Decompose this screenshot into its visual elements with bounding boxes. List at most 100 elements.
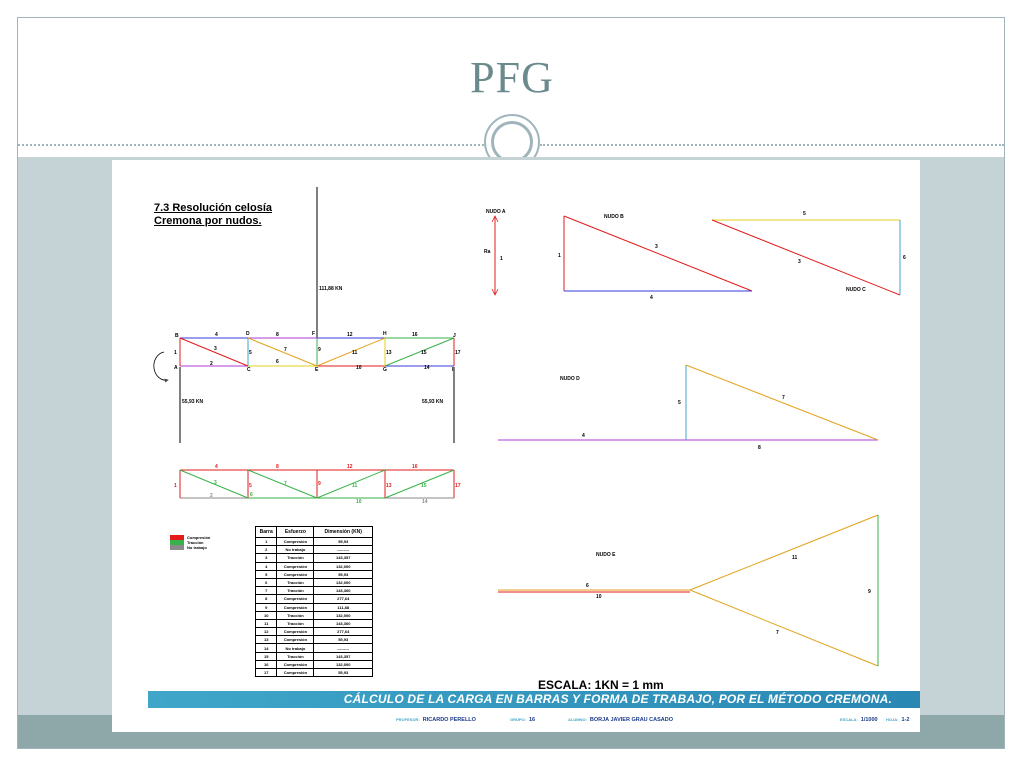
table-cell-effort: No trabajo [276,545,315,555]
nudo-a-arrowhead-top-icon [491,215,499,223]
nudo-d-vector-7 [685,364,879,441]
node-g: G [383,367,387,373]
footer-grupo: GRUPO:16 [510,717,535,723]
table-cell-bar: 5 [254,569,278,579]
table-cell-dimension: 55,93 [313,536,373,547]
node-c: C [247,367,251,373]
left-reaction-label: 55,93 KN [182,399,204,405]
work-label-12: 12 [347,464,353,470]
right-reaction-label: 55,93 KN [422,399,444,405]
table-cell-effort: No trabajo [276,643,315,653]
nudo-a-arrowhead-bottom-icon [491,288,499,296]
table-cell-dimension: 277,64 [313,627,373,637]
node-d: D [246,331,250,337]
table-cell-bar: 17 [254,667,278,678]
table-cell-dimension: 55,93 [313,635,373,645]
title-separator-right [540,144,1004,146]
work-bar-7 [247,469,318,499]
table-cell-bar: 16 [254,659,278,670]
table-cell-dimension: 277,64 [313,594,373,604]
table-cell-bar: 1 [254,536,278,547]
table-cell-effort: Compresión [276,602,315,612]
nudo-c-label-6: 6 [903,255,906,261]
truss-label-11: 11 [352,350,358,356]
legend-swatch-compression [170,535,184,540]
table-cell-effort: Compresión [276,627,315,637]
footer-alumno-value: BORJA JAVIER GRAU CASADO [589,717,674,723]
bar-11 [316,337,386,367]
work-bar-3 [179,469,249,499]
node-i: I [452,367,454,373]
table-cell-effort: Compresión [276,569,315,579]
bar-3 [179,337,249,367]
table-cell-bar: 2 [254,545,278,555]
truss-label-1: 1 [174,350,177,356]
table-cell-dimension: 143,360 [313,586,373,596]
legend: Compresión Tracción No trabajo [170,535,210,550]
nudo-a-bar-label: 1 [500,256,503,262]
work-bar-11 [316,469,386,499]
nudo-d-label: NUDO D [560,376,580,382]
legend-label-no-work: No trabajo [187,545,207,550]
table-cell-bar: 6 [254,577,278,588]
bar-7 [247,337,318,367]
truss-label-16: 16 [412,332,418,338]
legend-item-traction: Tracción [170,540,210,545]
table-cell-effort: Compresión [276,594,315,604]
nudo-d-label-8: 8 [758,445,761,451]
truss-label-13: 13 [386,350,392,356]
node-e: E [315,367,319,373]
truss-label-2: 2 [210,361,213,367]
nudo-e-label-11: 11 [792,555,798,561]
nudo-c-diagram: NUDO C 5 3 6 [711,211,906,296]
truss-label-6: 6 [276,359,279,365]
table-cell-bar: 10 [254,610,278,620]
title-separator-left [18,144,484,146]
forces-table-header: Barra Esfuerzo Dimensión (KN) [254,526,373,538]
central-load-label: 111,88 KN [319,286,343,292]
nudo-d-label-7: 7 [782,395,785,401]
nudo-e-vector-11 [689,514,879,591]
table-cell-dimension: 55,93 [313,569,373,579]
work-label-14: 14 [422,499,428,505]
truss-label-4: 4 [215,332,218,338]
table-cell-effort: Compresión [276,561,315,571]
footer-escala-key: ESCALA: [840,717,858,722]
heading-line-2: Cremona por nudos. [154,215,262,227]
nudo-d-label-4: 4 [582,433,585,439]
table-cell-dimension: 132,000 [313,610,373,620]
table-cell-effort: Tracción [276,618,315,629]
truss-label-10: 10 [356,365,362,371]
truss-label-14: 14 [424,365,430,371]
footer-grupo-value: 16 [529,717,536,723]
table-cell-effort: Compresión [276,667,315,678]
truss-label-7: 7 [284,347,287,353]
footer-title-bar: CÁLCULO DE LA CARGA EN BARRAS Y FORMA DE… [148,691,920,708]
node-h: H [383,331,387,337]
footer-profesor-value: RICARDO PERELLO [422,717,476,723]
truss-label-8: 8 [276,332,279,338]
table-cell-bar: 15 [254,651,278,661]
table-cell-dimension: --------- [313,545,373,555]
work-label-1: 1 [174,483,177,489]
table-cell-effort: Compresión [276,536,315,547]
work-label-4: 4 [215,464,218,470]
work-label-6: 6 [250,492,253,498]
legend-swatch-traction [170,540,184,545]
table-cell-bar: 7 [254,586,278,596]
work-label-3: 3 [214,480,217,486]
table-cell-dimension: 55,93 [313,667,373,678]
work-label-2: 2 [210,493,213,499]
